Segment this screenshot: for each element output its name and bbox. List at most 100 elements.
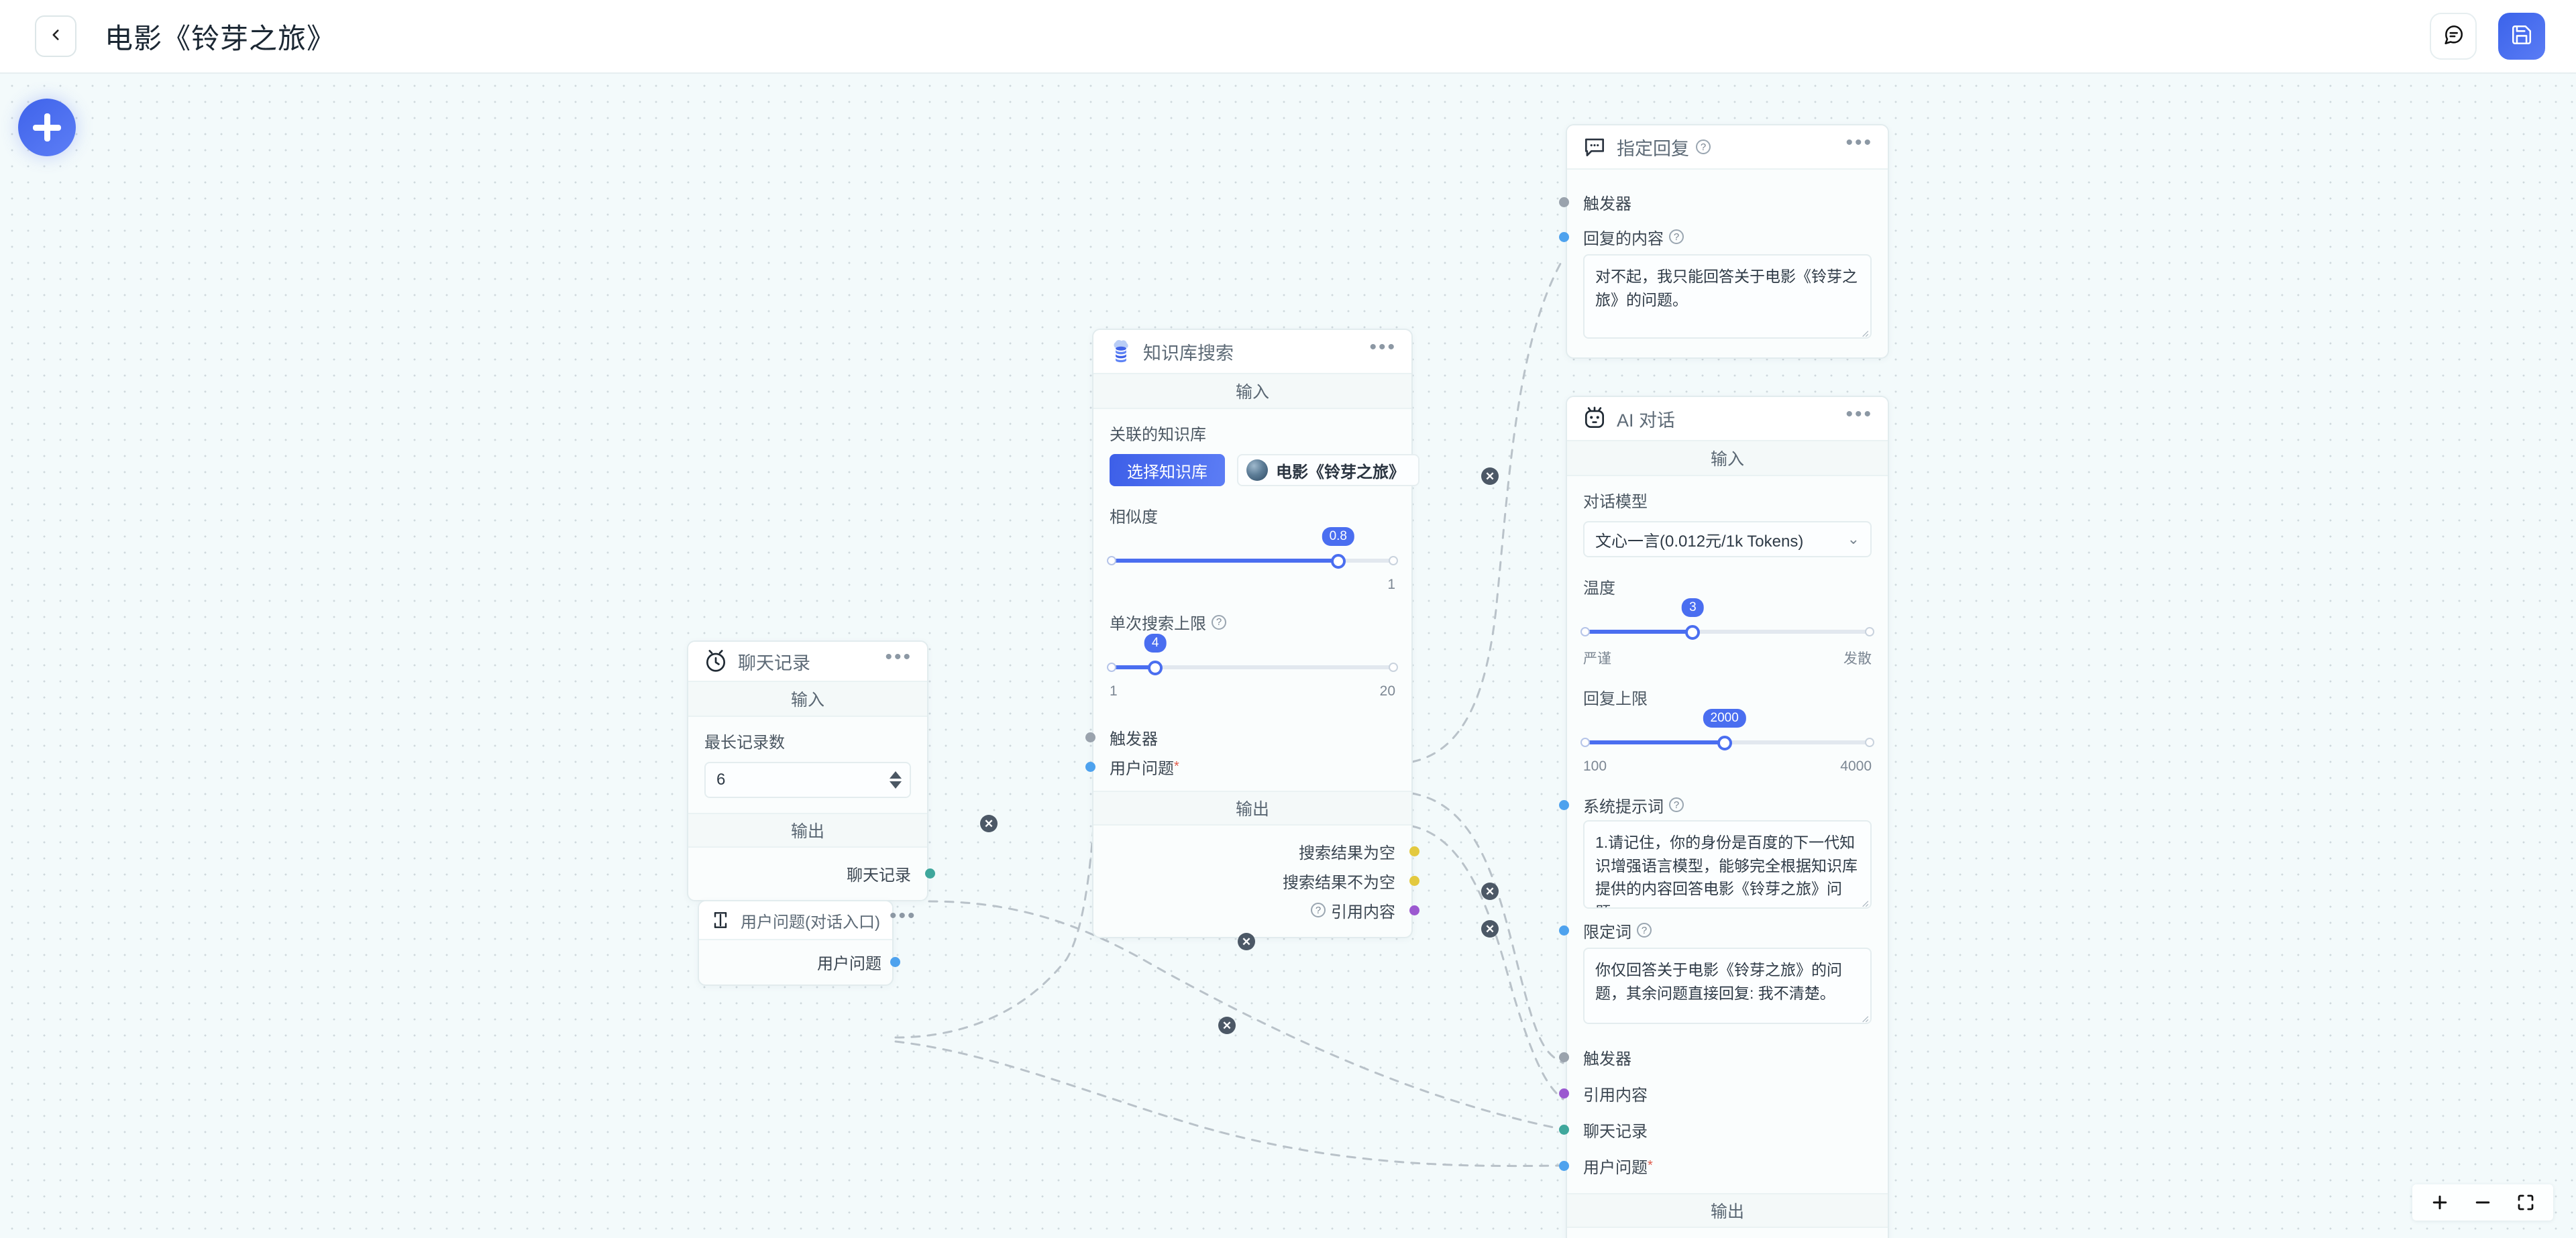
edge-delete-button[interactable]: ✕ [1218,1017,1236,1034]
model-select[interactable]: 文心一言(0.012元/1k Tokens) ⌄ [1583,521,1872,557]
node-header[interactable]: 用户问题(对话入口) ••• [699,901,915,940]
node-menu-button[interactable]: ••• [1845,403,1873,425]
port-user-question[interactable]: 用户问题 [710,950,900,974]
port-dot[interactable] [1085,732,1095,742]
stepper-down-icon[interactable] [890,781,902,789]
port-dot[interactable] [1409,905,1419,915]
slider-fill [1583,740,1725,744]
node-knowledge-search[interactable]: 知识库搜索 ••• 输入 关联的知识库 选择知识库 电影《铃芽之旅》 相似度 0… [1085,329,1419,938]
port-trigger[interactable]: 触发器 [1559,1039,1872,1075]
port-dot[interactable] [1559,231,1569,242]
port-dot[interactable] [890,956,900,967]
add-node-button[interactable] [18,99,76,156]
node-menu-button[interactable]: ••• [1369,336,1397,358]
system-prompt-field[interactable]: 1.请记住，你的身份是百度的下一代知识增强语言模型，能够完全根据知识库提供的内容… [1583,820,1872,909]
help-icon[interactable]: ? [1311,903,1326,917]
max-records-stepper[interactable]: 6 [704,762,911,798]
node-title: 知识库搜索 [1143,343,1234,363]
port-dot[interactable] [925,868,935,879]
node-header[interactable]: AI 对话 ••• [1567,397,1888,441]
edge-delete-button[interactable]: ✕ [1238,933,1255,950]
reply-content-field[interactable]: 对不起，我只能回答关于电影《铃芽之旅》的问题。 [1583,254,1872,339]
edge-delete-button[interactable]: ✕ [1481,883,1499,900]
port-label: 用户问题 [817,954,881,973]
edge-delete-button[interactable]: ✕ [980,815,998,832]
workflow-canvas[interactable]: ✕ ✕ ✕ ✕ ✕ ✕ 指定回复 ? ••• 触发器 [0,74,2576,1238]
selected-knowledge-base-chip[interactable]: 电影《铃芽之旅》 [1237,454,1419,486]
port-dot[interactable] [1559,1052,1569,1062]
edge-delete-button[interactable]: ✕ [1481,467,1499,485]
port-reply-content[interactable]: 回复的内容 ? [1559,219,1872,254]
port-user-question[interactable]: 用户问题 * [1559,1147,1872,1184]
node-menu-button[interactable]: ••• [1845,131,1873,154]
stepper-arrows[interactable] [890,771,902,789]
port-trigger[interactable]: 触发器 [1085,722,1395,752]
stepper-up-icon[interactable] [890,771,902,779]
node-specified-reply[interactable]: 指定回复 ? ••• 触发器 回复的内容 ? 对不起，我只能回答关于电影《铃芽之… [1559,124,1889,359]
slider-knob[interactable] [1685,625,1701,640]
output-ports: 聊天记录 [688,848,935,900]
save-button[interactable] [2498,13,2545,60]
node-user-question-entry[interactable]: 用户问题(对话入口) ••• 用户问题 [698,900,915,986]
node-ai-chat[interactable]: AI 对话 ••• 输入 对话模型 文心一言(0.012元/1k Tokens)… [1559,396,1889,1238]
port-dot[interactable] [1559,196,1569,207]
topk-slider[interactable]: 4 [1107,634,1398,679]
slider-knob[interactable] [1148,661,1163,675]
slider-knob[interactable] [1330,554,1346,569]
help-icon[interactable]: ? [1212,614,1226,630]
port-user-question[interactable]: 用户问题 * [1085,752,1395,781]
slider-track [1583,630,1872,634]
help-icon[interactable]: ? [1669,797,1684,812]
chat-preview-button[interactable] [2430,13,2477,60]
fit-screen-icon[interactable] [2514,1191,2537,1214]
output-section-label: 输出 [688,813,927,848]
port-chat-history[interactable]: 聊天记录 [704,858,935,888]
limit-word-textarea[interactable]: 你仅回答关于电影《铃芽之旅》的问题，其余问题直接回复: 我不清楚。 [1583,948,1872,1024]
reply-content-textarea[interactable]: 对不起，我只能回答关于电影《铃芽之旅》的问题。 [1583,254,1872,339]
help-icon[interactable]: ? [1669,229,1684,244]
node-chat-history[interactable]: 聊天记录 ••• 输入 最长记录数 6 输出 聊天记录 [687,640,935,901]
back-button[interactable] [35,15,76,57]
port-dot[interactable] [1085,761,1095,772]
port-label: 聊天记录 [847,866,911,885]
similarity-slider[interactable]: 0.8 [1107,527,1398,573]
port-dot[interactable] [1559,1160,1569,1171]
port-system-prompt[interactable]: 系统提示词 ? [1559,789,1872,820]
speech-bubble-icon [1582,134,1607,160]
slider-knob[interactable] [1717,736,1732,750]
system-prompt-textarea[interactable]: 1.请记住，你的身份是百度的下一代知识增强语言模型，能够完全根据知识库提供的内容… [1583,820,1872,909]
port-dot[interactable] [1559,925,1569,936]
node-menu-button[interactable]: ••• [889,905,917,927]
zoom-out-button[interactable] [2471,1191,2494,1214]
port-quote-content[interactable]: ? 引用内容 [1110,895,1419,925]
node-menu-button[interactable]: ••• [885,646,912,668]
port-dot[interactable] [1559,799,1569,810]
zoom-in-button[interactable] [2428,1191,2451,1214]
help-icon[interactable]: ? [1696,139,1711,154]
port-trigger[interactable]: 触发器 [1559,184,1872,219]
port-label: 聊天记录 [1583,1122,1648,1141]
port-chat-history[interactable]: 聊天记录 [1559,1111,1872,1147]
edge-delete-button[interactable]: ✕ [1481,920,1499,938]
port-limit-word[interactable]: 限定词 ? [1559,913,1872,948]
port-search-empty[interactable]: 搜索结果为空 [1110,836,1419,866]
help-icon[interactable]: ? [1637,923,1652,938]
maxtokens-slider[interactable]: 2000 [1580,709,1874,754]
port-quote-content[interactable]: 引用内容 [1559,1075,1872,1111]
chevron-left-icon [47,26,64,47]
port-dot[interactable] [1559,1088,1569,1099]
knowledge-base-name: 电影《铃芽之旅》 [1276,463,1405,482]
node-body: 最长记录数 6 [688,717,927,813]
select-knowledge-base-button[interactable]: 选择知识库 [1110,454,1225,486]
node-header[interactable]: 聊天记录 ••• [688,642,927,682]
node-header[interactable]: 知识库搜索 ••• [1093,330,1411,374]
port-dot[interactable] [1559,1124,1569,1135]
port-dot[interactable] [1409,846,1419,856]
port-search-nonempty[interactable]: 搜索结果不为空 [1110,866,1419,895]
node-header[interactable]: 指定回复 ? ••• [1567,125,1888,170]
temperature-slider[interactable]: 3 [1580,598,1874,644]
limit-word-field[interactable]: 你仅回答关于电影《铃芽之旅》的问题，其余问题直接回复: 我不清楚。 [1583,948,1872,1024]
port-dot[interactable] [1409,875,1419,886]
database-cloud-icon [1108,339,1134,364]
maxtokens-label: 回复上限 [1583,690,1648,708]
